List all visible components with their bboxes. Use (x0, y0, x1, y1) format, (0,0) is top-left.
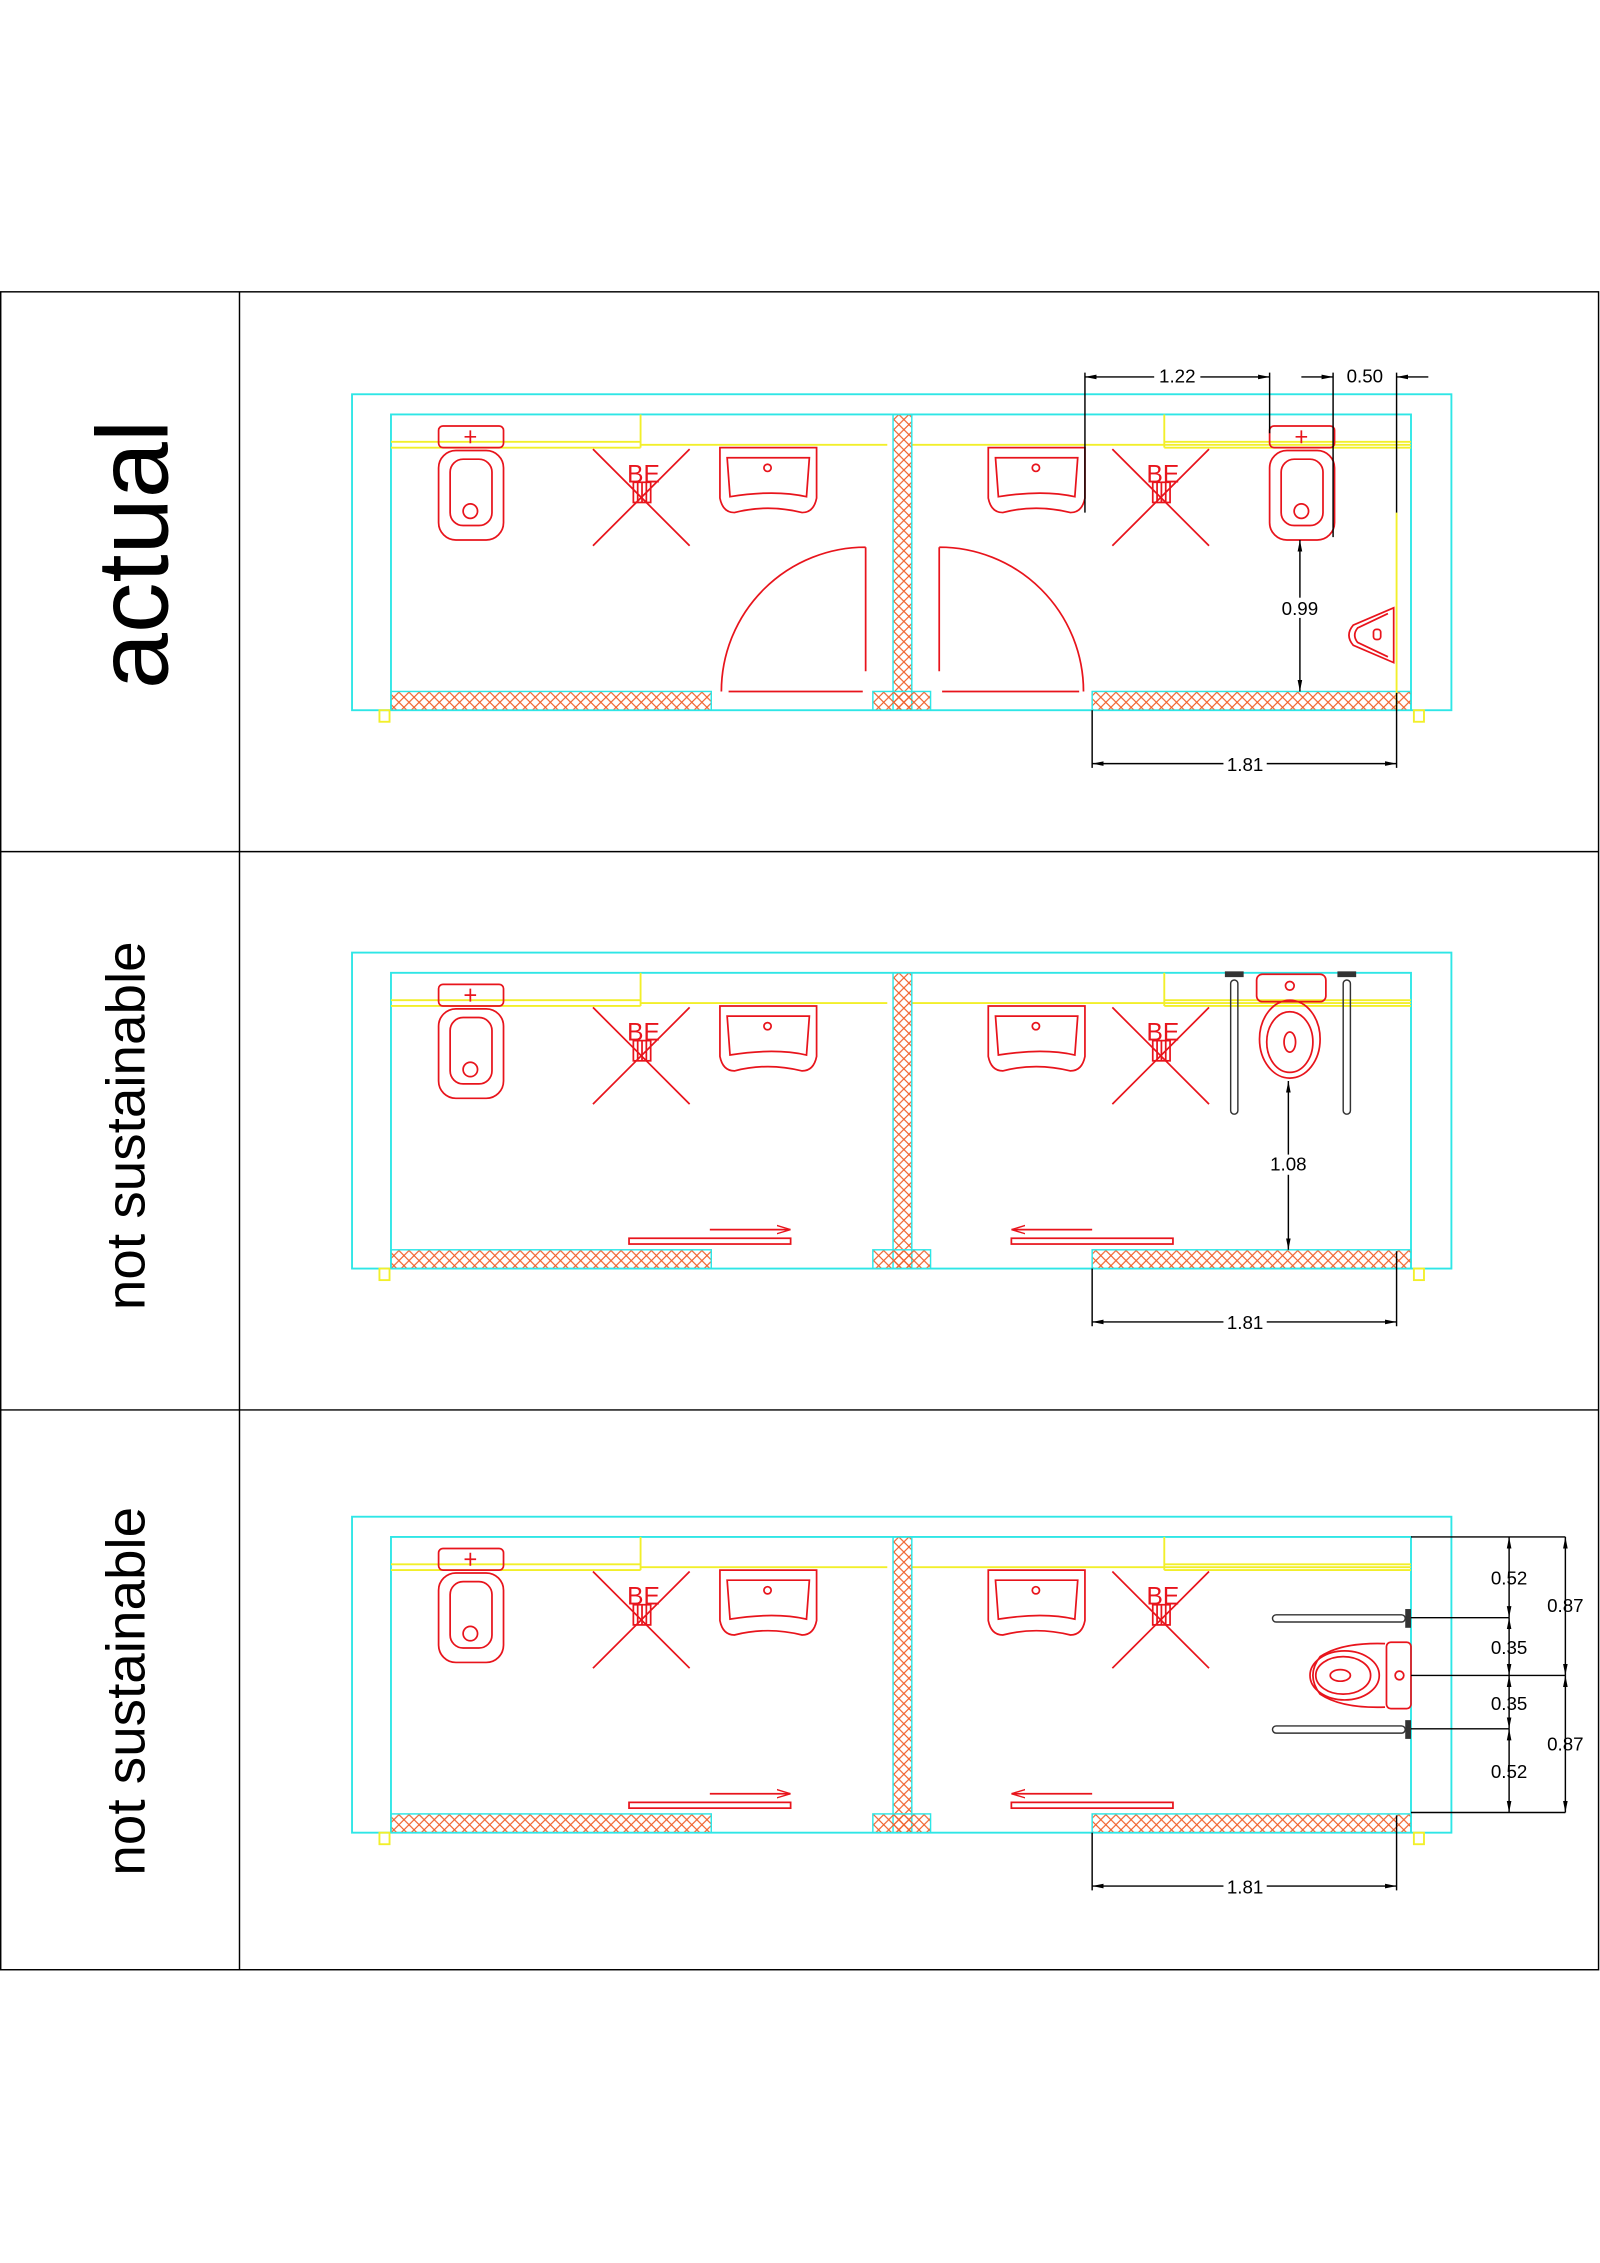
sink-icon (987, 1005, 1086, 1072)
row-label-not-sustainable-2: not sustainable (94, 1507, 156, 1876)
dimension-label: 1.08 (1270, 1153, 1307, 1174)
dimension-label: 1.81 (1227, 754, 1264, 775)
row-label-not-sustainable-1: not sustainable (94, 941, 156, 1310)
fixture-label: BE (627, 1584, 660, 1611)
sink-icon (719, 1005, 818, 1072)
dimension-label: 1.81 (1227, 1312, 1264, 1333)
dimension-label: 0.99 (1282, 598, 1319, 619)
sink-icon (987, 1569, 1086, 1636)
plan-actual: BE BE 1.22 0.50 0.99 1.81 (351, 366, 1453, 775)
row-label-actual: actual (77, 420, 189, 689)
dimension-label: 1.22 (1159, 366, 1196, 387)
sink-icon (987, 446, 1086, 514)
dimension-label: 0.52 (1491, 1761, 1528, 1782)
dimension-label: 0.50 (1347, 366, 1384, 387)
dimension-label: 0.52 (1491, 1568, 1528, 1589)
dimension-label: 1.81 (1227, 1876, 1264, 1897)
toilet-icon (437, 425, 505, 541)
dimension-label: 0.87 (1547, 1733, 1584, 1754)
grab-bar-icon (1271, 1609, 1412, 1739)
sink-icon (719, 446, 818, 514)
dimension-label: 0.35 (1491, 1693, 1528, 1714)
grab-bar-icon (1224, 971, 1357, 1115)
dimension-lines (1092, 1536, 1568, 1890)
dimension-label: 0.35 (1491, 1637, 1528, 1658)
dimension-lines (1092, 1081, 1396, 1326)
plan-not-sustainable-2: BE BE 0.52 0 (351, 1515, 1584, 1897)
urinal-icon (1348, 606, 1395, 664)
fixture-label: BE (627, 1020, 660, 1047)
fixture-label: BE (1146, 1020, 1179, 1047)
accessible-toilet-icon (1309, 1641, 1412, 1710)
door-swing-icon (720, 546, 1085, 693)
toilet-icon (437, 1547, 505, 1664)
dimension-label: 0.87 (1547, 1595, 1584, 1616)
accessible-toilet-icon (1255, 973, 1327, 1079)
plan-not-sustainable-1: BE BE 1.08 1.81 (351, 951, 1453, 1333)
fixture-label: BE (1146, 461, 1179, 488)
toilet-icon (1268, 425, 1336, 541)
fixture-label: BE (1146, 1584, 1179, 1611)
table-grid (0, 291, 1600, 1971)
fixture-label: BE (627, 461, 660, 488)
sink-icon (719, 1569, 818, 1636)
toilet-icon (437, 983, 505, 1100)
